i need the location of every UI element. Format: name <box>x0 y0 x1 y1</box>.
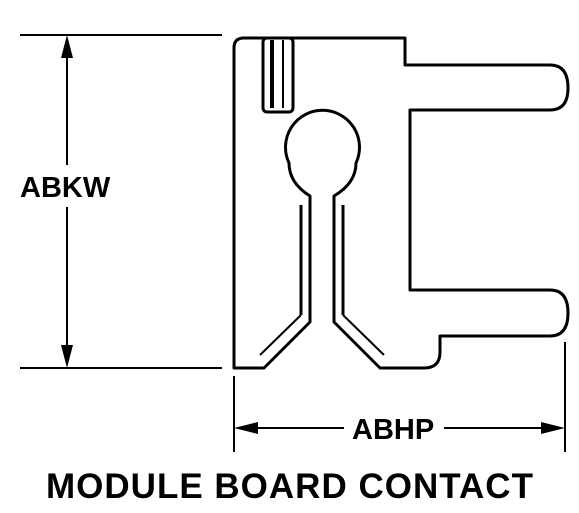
height-dimension: ABKW <box>20 34 222 369</box>
height-label-gap <box>58 165 76 207</box>
slot-inner-edge-right-lower <box>342 314 385 356</box>
contact-pin-slot <box>261 36 295 114</box>
slot-inner-edge-left-lower <box>259 314 302 356</box>
height-dimension-label: ABKW <box>20 172 111 204</box>
height-arrow-top <box>61 35 73 58</box>
height-arrow-bottom <box>61 345 73 368</box>
contact-part <box>232 36 570 370</box>
contact-outline <box>232 36 570 370</box>
diagram-caption: MODULE BOARD CONTACT <box>46 467 534 506</box>
width-arrow-right <box>541 422 565 434</box>
width-dimension: ABHP <box>233 342 566 452</box>
width-arrow-left <box>234 422 258 434</box>
width-dimension-label: ABHP <box>352 414 434 446</box>
width-label-gap <box>344 412 444 444</box>
